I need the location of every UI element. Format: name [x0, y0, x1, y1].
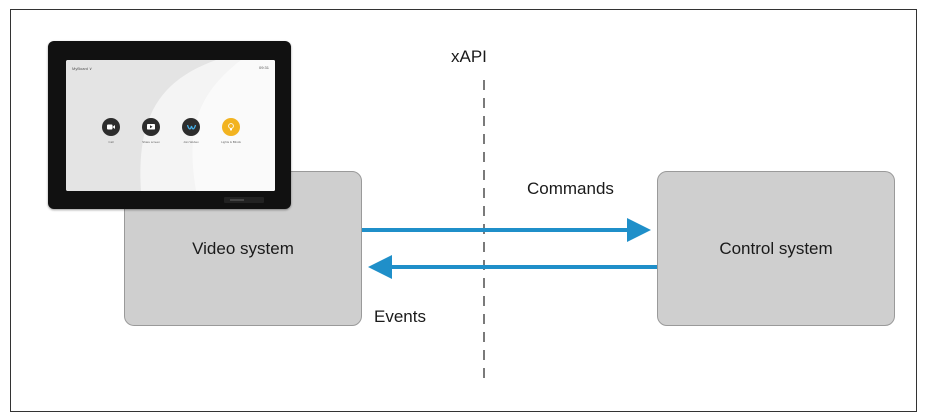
commands-label: Commands — [527, 179, 614, 198]
join-webex-caption: Join Webex — [183, 140, 199, 144]
lightbulb-icon — [228, 123, 234, 131]
share-screen-icon — [147, 123, 155, 129]
touch-panel-device: MyBoard ∨ 09:31 Call Share screen Join W… — [48, 41, 291, 209]
control-system-box: Control system — [657, 171, 895, 326]
join-webex-icon — [186, 124, 196, 130]
xapi-label: xAPI — [451, 47, 487, 66]
events-label: Events — [374, 307, 426, 326]
lights-blinds-caption: Lights & Blinds — [221, 140, 241, 144]
device-stand — [224, 197, 264, 203]
call-caption: Call — [108, 140, 114, 144]
lights-blinds-button[interactable] — [222, 118, 240, 136]
share-screen-caption: Share screen — [142, 140, 160, 144]
camera-icon — [107, 124, 115, 130]
screen-title: MyBoard ∨ — [72, 66, 93, 71]
share-screen-button[interactable] — [142, 118, 160, 136]
join-webex-button[interactable] — [182, 118, 200, 136]
screen-background — [66, 60, 275, 191]
touch-panel-screen: MyBoard ∨ 09:31 Call Share screen Join W… — [66, 60, 275, 191]
screen-status-time: 09:31 — [258, 65, 269, 70]
video-system-label: Video system — [192, 238, 294, 258]
call-button[interactable] — [102, 118, 120, 136]
control-system-label: Control system — [719, 238, 833, 258]
